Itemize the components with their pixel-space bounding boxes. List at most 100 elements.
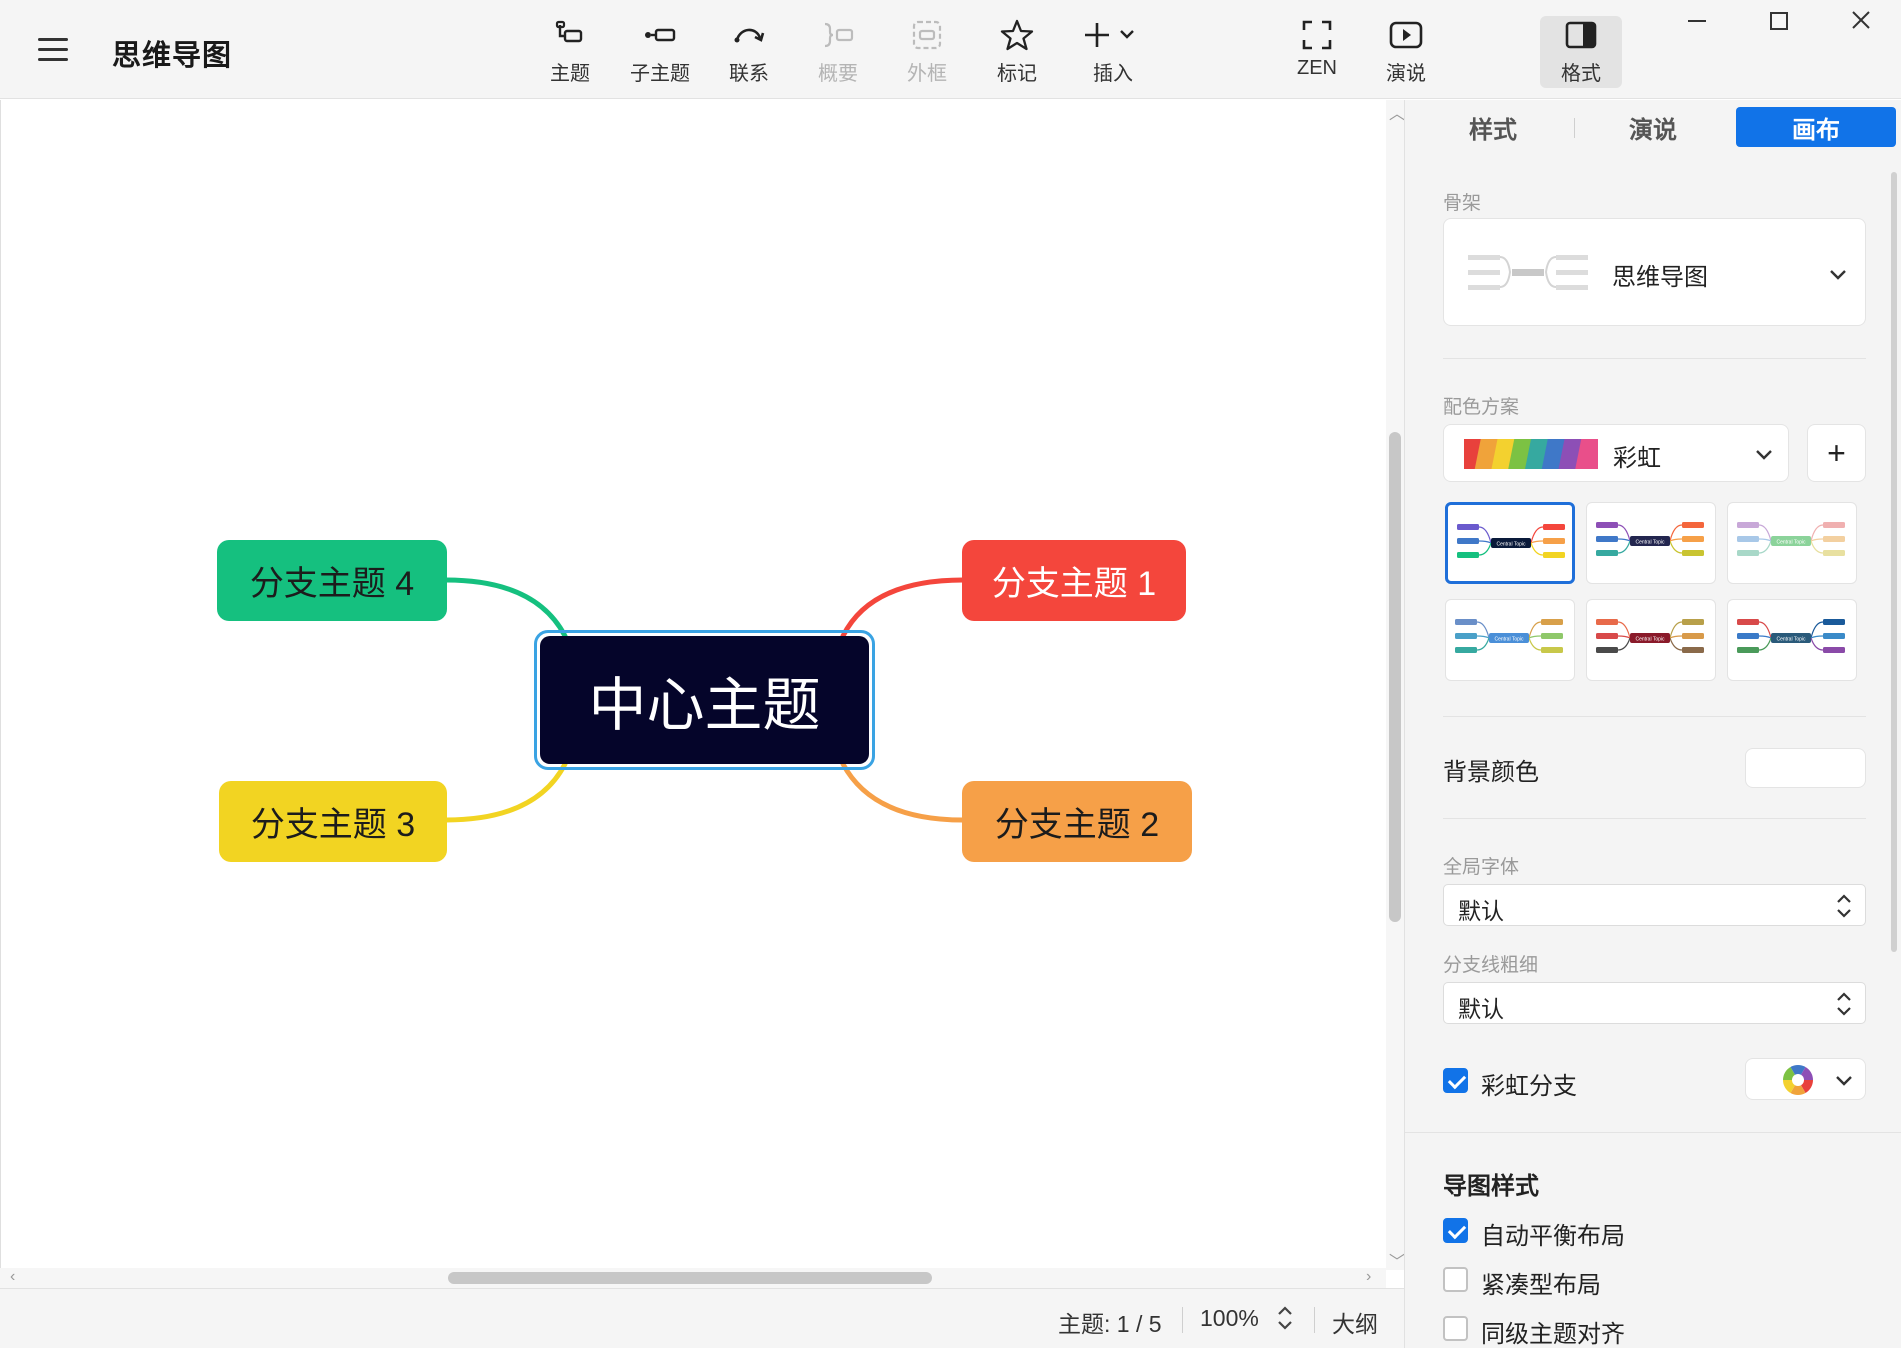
subtopic-icon <box>618 16 702 54</box>
summary-button[interactable]: 概要 <box>796 16 880 88</box>
wheel-segment <box>1790 1080 1806 1095</box>
background-color-picker[interactable] <box>1745 748 1866 788</box>
rainbow-swatch-icon <box>1464 439 1598 469</box>
selection-outline <box>534 630 875 770</box>
skeleton-value: 思维导图 <box>1612 264 1708 291</box>
divider <box>1405 1132 1901 1133</box>
summary-icon <box>796 16 880 54</box>
divider <box>1443 818 1866 819</box>
format-button[interactable]: 格式 <box>1540 16 1622 88</box>
boundary-button[interactable]: 外框 <box>885 16 969 88</box>
tab-label: 样式 <box>1469 116 1517 144</box>
chevron-down-icon <box>1836 1076 1852 1086</box>
zoom-stepper-icon[interactable] <box>1276 1303 1294 1333</box>
connector-branch-4 <box>443 577 568 639</box>
canvas-vertical-scrollbar[interactable]: ︿ ﹀ <box>1386 100 1406 1271</box>
minimize-icon <box>1688 20 1706 22</box>
thumbnail-center-text: Central Topic <box>1776 540 1806 546</box>
align-siblings-checkbox[interactable] <box>1443 1316 1468 1341</box>
insert-button[interactable]: 插入 <box>1070 16 1156 88</box>
plus-icon: + <box>1827 434 1846 471</box>
pitch-button[interactable]: 演说 <box>1364 16 1448 88</box>
wheel-segment <box>1790 1065 1806 1080</box>
marker-button[interactable]: 标记 <box>975 16 1059 88</box>
branch-topic-2[interactable]: 分支主题 2 <box>962 781 1192 862</box>
up-down-chevron-icon <box>1837 992 1851 1016</box>
relationship-button[interactable]: 联系 <box>707 16 791 88</box>
branch-topic-label: 分支主题 3 <box>250 806 416 844</box>
connector-branch-3 <box>443 761 568 823</box>
mindmap-canvas[interactable]: 分支主题 4 分支主题 3 分支主题 1 分支主题 2 中心主题 <box>0 100 1388 1270</box>
branch-connectors <box>443 577 966 823</box>
rainbow-color-picker[interactable] <box>1745 1058 1866 1100</box>
mindmap-skeleton-icon <box>1468 255 1588 290</box>
zoom-level[interactable]: 100% <box>1200 1305 1259 1331</box>
scroll-up-icon[interactable]: ︿ <box>1389 106 1406 123</box>
minimize-button[interactable] <box>1666 6 1728 50</box>
color-scheme-thumbnail[interactable]: Central Topic <box>1445 502 1575 584</box>
close-icon <box>1852 11 1870 29</box>
scrollbar-thumb[interactable] <box>1389 432 1401 922</box>
thumbnail-center-text: Central Topic <box>1635 637 1665 643</box>
mini-mindmap-icon: Central Topic <box>1455 619 1563 653</box>
mini-mindmap-icon: Central Topic <box>1737 522 1845 556</box>
color-scheme-value: 彩虹 <box>1613 445 1661 472</box>
outline-button[interactable]: 大纲 <box>1332 1311 1378 1337</box>
auto-balance-label: 自动平衡布局 <box>1481 1223 1625 1250</box>
auto-balance-checkbox[interactable] <box>1443 1218 1468 1243</box>
mini-mindmap-icon: Central Topic <box>1596 619 1704 653</box>
format-panel: 样式 演说 画布 骨架 思维导图 配色方案 彩虹 + Central Topic… <box>1404 100 1901 1348</box>
chevron-down-icon <box>1830 270 1846 280</box>
close-button[interactable] <box>1830 6 1892 50</box>
maximize-icon <box>1770 12 1788 30</box>
color-scheme-thumbnail[interactable]: Central Topic <box>1586 599 1716 681</box>
format-panel-icon <box>1540 16 1622 54</box>
global-font-select[interactable]: 默认 <box>1443 884 1866 926</box>
scrollbar-thumb[interactable] <box>448 1272 932 1284</box>
canvas-horizontal-scrollbar[interactable]: ‹ › <box>0 1268 1386 1288</box>
scroll-right-icon[interactable]: › <box>1366 1268 1372 1285</box>
thumbnail-center-text: Central Topic <box>1496 542 1526 548</box>
color-scheme-thumbnail[interactable]: Central Topic <box>1727 502 1857 584</box>
subtopic-label: 子主题 <box>630 63 690 85</box>
chevron-down-icon <box>1756 450 1772 460</box>
scroll-left-icon[interactable]: ‹ <box>10 1268 16 1285</box>
branch-topic-1[interactable]: 分支主题 1 <box>962 540 1186 621</box>
maximize-button[interactable] <box>1748 6 1810 50</box>
zen-button[interactable]: ZEN <box>1275 16 1359 88</box>
color-scheme-thumbnail[interactable]: Central Topic <box>1445 599 1575 681</box>
add-color-scheme-button[interactable]: + <box>1807 424 1866 482</box>
compact-layout-checkbox[interactable] <box>1443 1267 1468 1292</box>
color-scheme-select[interactable]: 彩虹 <box>1443 424 1789 482</box>
divider <box>1314 1307 1315 1333</box>
branch-topic-label: 分支主题 4 <box>249 565 415 603</box>
connector-branch-1 <box>840 577 966 639</box>
menu-icon[interactable] <box>38 38 70 62</box>
mini-mindmap-icon: Central Topic <box>1457 524 1565 558</box>
branch-width-select[interactable]: 默认 <box>1443 982 1866 1024</box>
central-topic-label: 中心主题 <box>588 673 821 738</box>
color-scheme-thumbnail[interactable]: Central Topic <box>1586 502 1716 584</box>
tab-canvas[interactable]: 画布 <box>1736 107 1896 147</box>
skeleton-select[interactable]: 思维导图 <box>1443 218 1866 326</box>
plus-icon <box>1070 16 1156 54</box>
topic-button[interactable]: 主题 <box>528 16 612 88</box>
global-font-label: 全局字体 <box>1443 857 1520 878</box>
subtopic-button[interactable]: 子主题 <box>618 16 702 88</box>
pitch-label: 演说 <box>1386 63 1426 85</box>
rainbow-branch-checkbox[interactable] <box>1443 1068 1468 1093</box>
branch-width-label: 分支线粗细 <box>1443 955 1539 976</box>
color-scheme-thumbnail[interactable]: Central Topic <box>1727 599 1857 681</box>
tab-style[interactable]: 样式 <box>1413 107 1573 147</box>
divider <box>1574 118 1575 138</box>
relationship-label: 联系 <box>729 63 769 85</box>
branch-topic-4[interactable]: 分支主题 4 <box>217 540 447 621</box>
panel-scrollbar-thumb[interactable] <box>1891 172 1897 952</box>
zen-fullscreen-icon <box>1275 16 1359 54</box>
tab-pitch[interactable]: 演说 <box>1573 107 1733 147</box>
central-topic[interactable]: 中心主题 <box>540 636 869 764</box>
insert-label: 插入 <box>1093 63 1133 85</box>
global-font-value: 默认 <box>1458 898 1504 924</box>
scroll-down-icon[interactable]: ﹀ <box>1389 1254 1406 1271</box>
branch-topic-3[interactable]: 分支主题 3 <box>219 781 447 862</box>
